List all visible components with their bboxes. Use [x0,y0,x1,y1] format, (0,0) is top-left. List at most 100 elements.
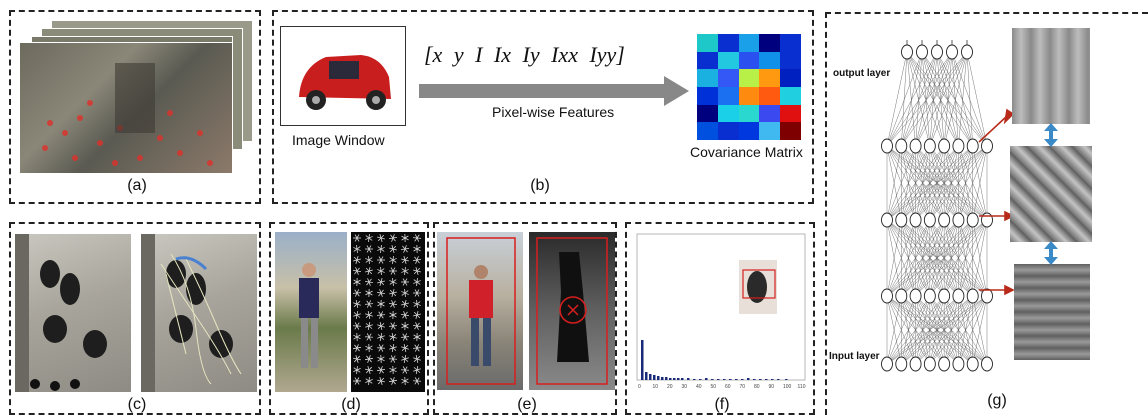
tick-label: 40 [696,384,702,390]
network-node [981,138,993,154]
histogram-bar [681,378,684,380]
pixel-features-label: Pixel-wise Features [492,104,615,120]
hog-stroke [389,346,397,350]
histogram-bar [771,379,774,380]
hog-stroke [414,322,420,330]
matrix-cell [717,69,739,87]
matrix-cell [738,104,760,123]
network-edge [966,51,988,147]
histogram-bar [641,340,644,380]
network-edge [972,219,988,297]
hog-stroke [413,280,421,284]
hog-stroke [389,334,397,340]
tick-label: 0 [638,384,641,390]
panel-d: (d) [269,222,429,415]
hog-stroke [402,366,408,374]
matrix-cell [738,69,760,87]
hog-stroke [353,355,361,363]
histogram-bar [657,376,660,380]
pedestrian-photo [275,232,347,392]
network-node [938,138,951,154]
network-node [938,288,951,304]
network-edge [943,295,988,365]
depth-map [529,232,615,390]
surveillance-frame-tracks [141,234,257,392]
network-edge [936,51,945,147]
hog-stroke [353,246,361,252]
matrix-cell [759,104,781,123]
hog-stroke [402,278,408,286]
histogram-bar [665,377,668,380]
network-node [923,212,936,228]
network-edge [929,295,988,365]
matrix-cell [780,104,801,123]
hog-stroke [377,377,385,385]
network-edge [886,145,945,221]
network-edge [886,295,902,365]
hog-stroke [365,379,373,383]
network-edge [915,51,968,147]
histogram-bar [705,378,708,380]
hog-stroke [366,278,372,286]
neural-network-diagram [881,40,993,372]
hog-stroke [377,247,385,251]
network-edge [901,51,938,147]
network-edge [906,51,973,147]
skater-inset [739,260,777,314]
matrix-cell [738,122,760,140]
hog-stroke [365,312,373,318]
network-edge [915,51,923,147]
hog-stroke [401,235,409,241]
network-edge [901,295,988,365]
caption-b: (b) [530,177,550,194]
hog-stroke [365,366,373,374]
histogram-bar [723,379,726,380]
network-edge [906,51,931,147]
network-edge [921,51,973,147]
hog-stroke [389,367,397,373]
face-filters [1012,28,1090,124]
network-edge [886,295,973,365]
tick-label: 70 [740,384,746,390]
panel-c: (c) [9,222,261,415]
network-edge [951,51,988,147]
network-edge [958,51,968,147]
hog-stroke [413,356,421,362]
hog-stroke [388,236,398,240]
network-edge [886,51,938,147]
caption-a: (a) [127,177,147,194]
tick-label: 10 [653,384,659,390]
histogram-bar [735,379,738,380]
network-node [895,288,908,304]
double-arrow-icon [1044,241,1058,265]
tick-label: 50 [711,384,717,390]
network-node [966,212,979,228]
histogram-bar [653,375,656,380]
network-edge [886,145,916,221]
network-edge [915,295,988,365]
network-edge [886,145,959,221]
hog-stroke [388,325,398,327]
surveillance-frame [15,234,131,392]
hog-stroke [377,323,385,329]
detected-person [446,237,516,385]
matrix-cell [780,69,801,87]
network-edge [886,145,902,221]
hog-stroke [376,314,386,316]
hog-stroke [401,345,409,351]
hog-stroke [353,368,361,372]
hog-stroke [413,267,421,275]
hog-stroke [413,301,421,307]
matrix-cell [717,51,739,70]
histogram-bar [673,378,676,380]
hog-stroke [377,301,385,307]
matrix-cell [759,34,781,52]
network-node [981,356,993,372]
panel-b: Image Window [x y I Ix Iy Ixx Iyy] Pixel… [272,10,814,204]
network-edge [886,145,931,221]
network-edge [886,219,973,297]
network-node [946,44,958,60]
histogram-bar [717,379,720,380]
histogram-bar [669,378,672,380]
hog-stroke [365,290,373,296]
